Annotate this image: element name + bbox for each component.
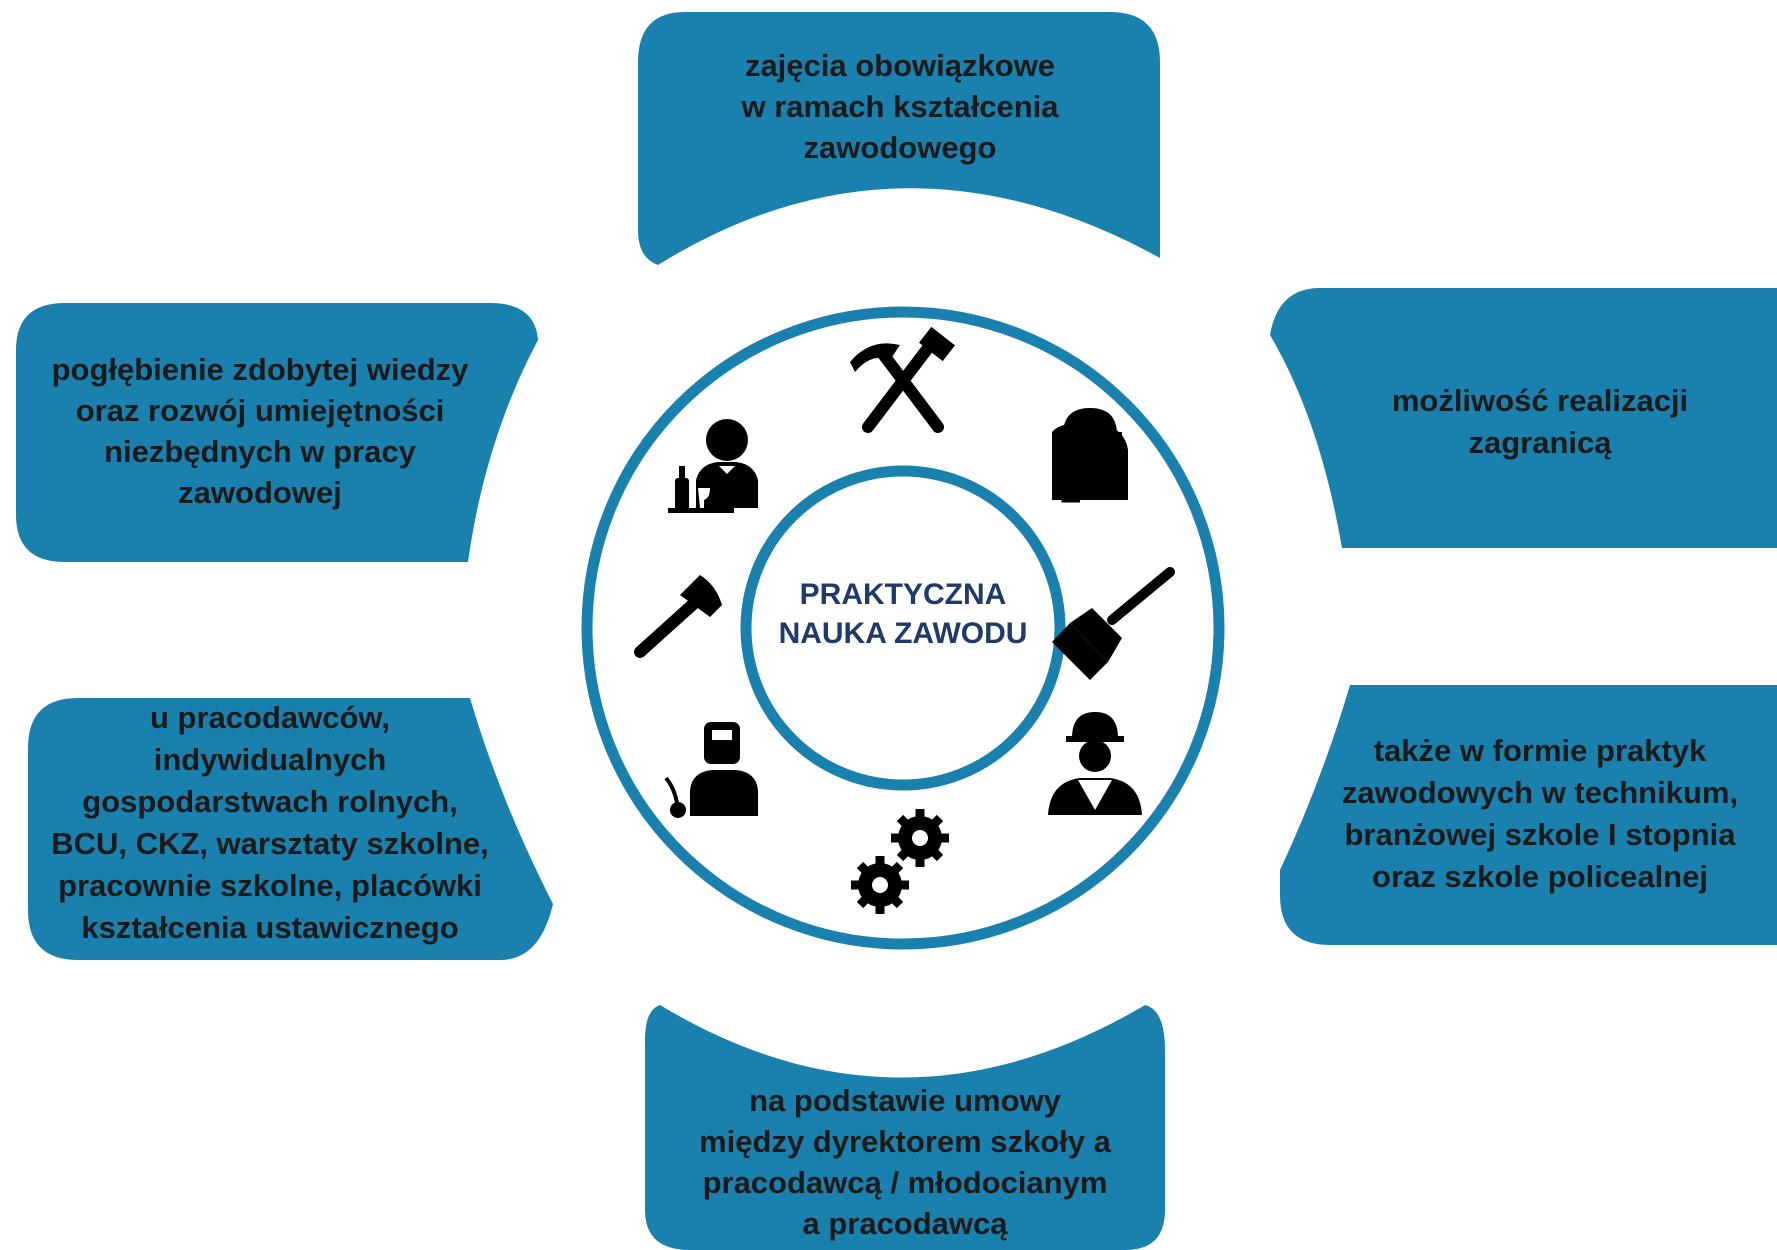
center-title: PRAKTYCZNA NAUKA ZAWODU: [753, 575, 1053, 653]
box-left-lower-line: BCU, CKZ, warsztaty szkolne,: [51, 826, 489, 861]
box-left-lower: [28, 698, 553, 960]
box-top-line: zajęcia obowiązkowe: [744, 48, 1056, 83]
box-left-upper: [16, 303, 538, 562]
box-left-lower-line: pracownie szkolne, placówki: [58, 868, 482, 903]
hammer-icon: [634, 575, 722, 658]
box-left-lower-text: u pracodawców, indywidualnych gospodarst…: [30, 697, 510, 949]
box-bottom-line: między dyrektorem szkoły a: [699, 1124, 1111, 1159]
box-bottom-line: a pracodawcą: [802, 1206, 1008, 1241]
box-left-lower-line: indywidualnych: [153, 742, 387, 777]
box-left-upper-line: pogłębienie zdobytej wiedzy: [51, 352, 469, 387]
box-top-line: zawodowego: [803, 130, 997, 165]
box-right-lower-text: także w formie praktyk zawodowych w tech…: [1300, 730, 1777, 898]
construction-worker-icon: [1048, 712, 1142, 815]
box-right-upper-line: możliwość realizacji: [1391, 383, 1689, 418]
paint-brush-icon: [1052, 567, 1175, 680]
box-right-lower-line: oraz szkole policealnej: [1372, 859, 1708, 894]
box-right-upper-line: zagranicą: [1468, 425, 1612, 460]
welder-icon: [664, 722, 758, 818]
box-left-lower-line: kształcenia ustawicznego: [81, 910, 459, 945]
waiter-icon: [668, 419, 758, 513]
box-top-text: zajęcia obowiązkowe w ramach kształcenia…: [650, 45, 1150, 168]
box-left-upper-line: zawodowej: [178, 475, 342, 510]
box-bottom-text: na podstawie umowy między dyrektorem szk…: [655, 1080, 1155, 1244]
inner-ring: [740, 465, 1066, 791]
box-left-lower-line: u pracodawców,: [149, 700, 390, 735]
gears-icon: [851, 809, 949, 914]
box-bottom-line: na podstawie umowy: [749, 1083, 1061, 1118]
box-left-upper-text: pogłębienie zdobytej wiedzy oraz rozwój …: [20, 349, 500, 513]
box-left-lower-line: gospodarstwach rolnych,: [82, 784, 458, 819]
box-right-lower-line: także w formie praktyk: [1373, 733, 1707, 768]
box-right-upper-text: możliwość realizacji zagranicą: [1300, 380, 1777, 464]
hammer-pick-icon: [850, 326, 955, 433]
box-left-upper-line: niezbędnych w pracy: [104, 434, 416, 469]
box-right-lower-line: zawodowych w technikum,: [1341, 775, 1739, 810]
box-bottom: [645, 1005, 1165, 1250]
center-title-line1: PRAKTYCZNA: [799, 578, 1007, 611]
box-right-lower-line: branżowej szkole I stopnia: [1344, 817, 1736, 852]
electrician-icon: [1052, 408, 1128, 503]
box-right-lower: [1280, 685, 1777, 945]
outer-ring: [581, 306, 1225, 950]
box-top-line: w ramach kształcenia: [741, 89, 1059, 124]
box-right-upper: [1270, 288, 1777, 548]
box-left-upper-line: oraz rozwój umiejętności: [75, 393, 445, 428]
box-top: [638, 12, 1160, 265]
box-bottom-line: pracodawcą / młodocianym: [702, 1165, 1108, 1200]
center-title-line2: NAUKA ZAWODU: [778, 617, 1028, 650]
